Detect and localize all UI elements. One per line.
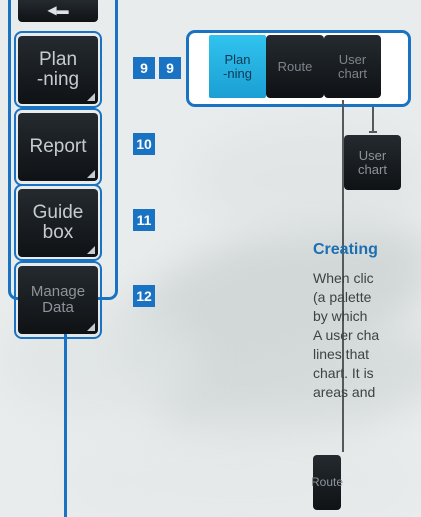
- callout-badge-12: 12: [133, 285, 155, 307]
- planning-button-label: Plan -ning: [36, 49, 80, 90]
- connector-line-vertical: [64, 300, 67, 517]
- manage-data-button-label: Manage Data: [30, 283, 86, 316]
- guide-box-button[interactable]: Guide box: [18, 189, 98, 257]
- callout-badge-11: 11: [133, 209, 155, 231]
- paragraph-line-4: A user cha: [313, 327, 380, 343]
- paragraph-line-3: by which: [313, 308, 368, 324]
- report-button[interactable]: Report: [18, 113, 98, 181]
- route-callout-button: Route: [310, 455, 344, 510]
- paragraph-line-6: chart. It is: [313, 365, 374, 381]
- section-heading: Creating: [313, 241, 378, 258]
- palette-route-label: Route: [277, 58, 313, 74]
- highlight-guide-box: [14, 184, 102, 261]
- callout-badge-9: 9: [133, 57, 155, 79]
- palette-route-button[interactable]: Route: [266, 35, 324, 98]
- palette-planning-label: Plan -ning: [223, 51, 252, 81]
- paragraph-line-7: areas and: [313, 384, 376, 400]
- user-chart-callout-button: User chart: [344, 135, 401, 190]
- palette-user-chart-button[interactable]: User chart: [324, 35, 381, 98]
- palette-planning-button[interactable]: Plan -ning: [209, 35, 266, 98]
- report-button-label: Report: [29, 136, 87, 158]
- palette-callout-badge-9: 9: [159, 57, 181, 79]
- callout-badge-10: 10: [133, 133, 155, 155]
- palette-user-chart-label: User chart: [338, 51, 367, 81]
- route-callout-label: Route: [310, 475, 344, 490]
- highlight-planning: [14, 31, 102, 108]
- guide-box-button-label: Guide box: [32, 202, 84, 243]
- connector-user-chart: [372, 107, 374, 133]
- paragraph-line-5: lines that: [313, 346, 370, 362]
- back-button[interactable]: ◀▬: [18, 0, 98, 22]
- arrow-left-icon: ◀▬: [47, 2, 69, 17]
- user-chart-callout-label: User chart: [358, 147, 387, 177]
- highlight-manage-data: [14, 261, 102, 339]
- paragraph-line-2: (a palette: [313, 289, 372, 305]
- connector-user-chart-cap: [369, 131, 377, 133]
- planning-button[interactable]: Plan -ning: [18, 36, 98, 104]
- paragraph-line-1: When clic: [313, 270, 374, 286]
- connector-route: [342, 100, 344, 452]
- manage-data-button[interactable]: Manage Data: [18, 266, 98, 334]
